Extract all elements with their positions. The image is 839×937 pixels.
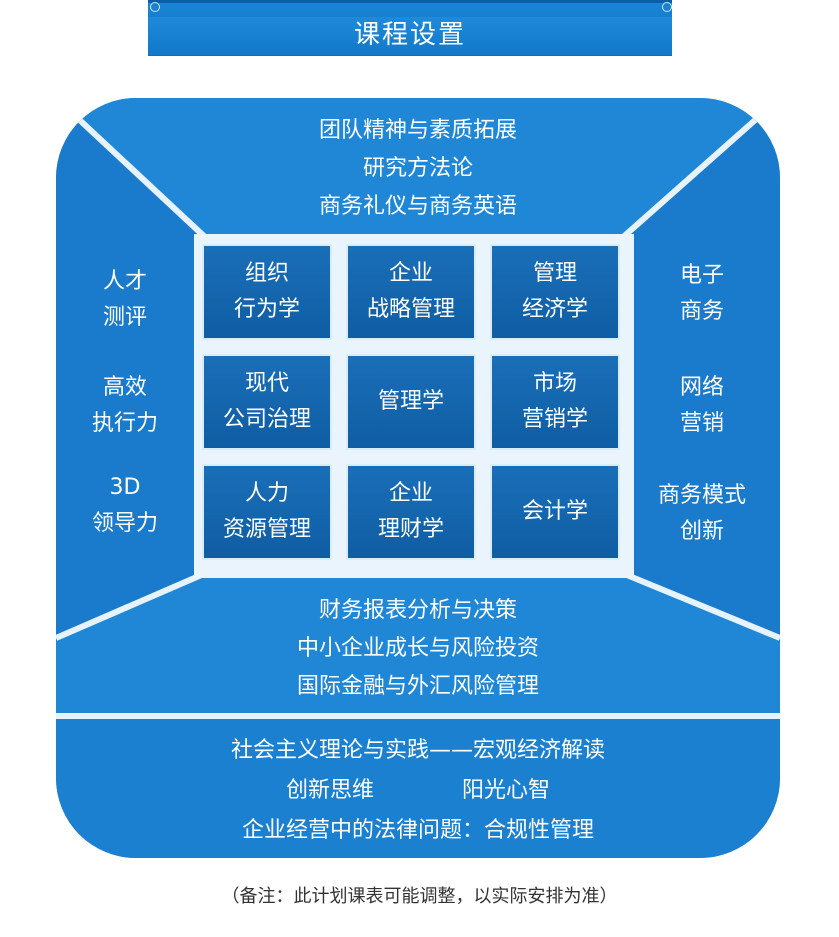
left-course-1-line1: 人才 (102, 269, 147, 294)
grid-cell-8-line1: 企业 (388, 481, 433, 506)
bottom-trapezoid (56, 573, 780, 716)
grid-cell-4-line2: 公司治理 (222, 407, 311, 432)
grid-cell-2-line1: 企业 (388, 261, 433, 286)
top-trapezoid (56, 98, 780, 238)
left-course-1-line2: 测评 (102, 305, 147, 330)
left-course-2-line1: 高效 (102, 375, 147, 400)
diag-bottom-right (620, 570, 780, 641)
grid-cell-1-line1: 组织 (244, 261, 289, 286)
bottom-course-2: 中小企业成长与风险投资 (296, 636, 539, 661)
grid-cell-3: 管理经济学 (490, 244, 620, 340)
foundation-course-1: 社会主义理论与实践——宏观经济解读 (230, 738, 605, 763)
grid-cell-5: 管理学 (346, 354, 476, 450)
grid-cell-9-line1: 会计学 (521, 499, 588, 524)
footnote: （备注：此计划课表可能调整，以实际安排为准） (221, 886, 618, 907)
right-pin-dot (662, 2, 672, 12)
diag-top-right (620, 98, 780, 241)
grid-cell-1-line2: 行为学 (233, 297, 300, 322)
course-board: 团队精神与素质拓展 研究方法论 商务礼仪与商务英语 人才测评 高效执行力 3D 领… (56, 98, 780, 858)
grid-cell-2: 企业战略管理 (346, 244, 476, 340)
header-band (148, 17, 672, 55)
left-course-2: 高效执行力 (76, 370, 174, 442)
page-title: 课程设置 (353, 20, 466, 50)
right-course-3-line1: 商务模式 (657, 483, 746, 508)
bottom-course-1: 财务报表分析与决策 (318, 598, 517, 623)
right-course-3: 商务模式创新 (628, 478, 776, 550)
right-course-1-line1: 电子 (679, 263, 724, 288)
grid-cell-9: 会计学 (490, 464, 620, 560)
grid-cell-8: 企业理财学 (346, 464, 476, 560)
grid-cell-3-line1: 管理 (532, 261, 577, 286)
diag-bottom-left (56, 570, 208, 641)
left-trapezoid (56, 98, 206, 638)
right-course-1: 电子商务 (652, 258, 752, 330)
right-course-2: 网络营销 (652, 370, 752, 442)
top-course-2: 研究方法论 (362, 156, 473, 181)
grid-cell-6: 市场营销学 (490, 354, 620, 450)
grid-cell-8-line2: 理财学 (377, 517, 444, 542)
foundation-band (56, 716, 780, 858)
grid-cell-5-line1: 管理学 (377, 389, 444, 414)
top-course-1: 团队精神与素质拓展 (318, 118, 517, 143)
bottom-course-3: 国际金融与外汇风险管理 (296, 674, 539, 699)
diag-top-left (56, 98, 209, 241)
right-course-3-line2: 创新 (679, 519, 724, 544)
grid-cell-3-line2: 经济学 (521, 297, 588, 322)
left-pin-dot (150, 2, 160, 12)
grid-cell-6-line2: 营销学 (521, 407, 588, 432)
right-trapezoid (622, 98, 780, 638)
right-course-2-line1: 网络 (679, 375, 724, 400)
grid-cell-1: 组织行为学 (202, 244, 332, 340)
left-course-3: 3D 领导力 (76, 470, 174, 542)
left-course-2-line2: 执行力 (91, 411, 158, 436)
grid-cell-4: 现代公司治理 (202, 354, 332, 450)
foundation-course-3: 企业经营中的法律问题：合规性管理 (241, 818, 594, 843)
left-course-3-line1: 3D (109, 475, 141, 500)
grid-cell-7-line2: 资源管理 (222, 517, 311, 542)
grid-cell-7-line1: 人力 (244, 481, 289, 506)
grid-cell-7: 人力资源管理 (202, 464, 332, 560)
grid-cell-6-line1: 市场 (532, 371, 577, 396)
top-course-3: 商务礼仪与商务英语 (318, 194, 517, 219)
left-course-3-line2: 领导力 (91, 511, 158, 536)
grid-cell-2-line2: 战略管理 (366, 297, 455, 322)
right-course-2-line2: 营销 (679, 411, 724, 436)
left-course-1: 人才测评 (82, 264, 168, 336)
foundation-course-2: 创新思维 阳光心智 (285, 778, 550, 803)
grid-cell-4-line1: 现代 (244, 371, 289, 396)
right-course-1-line2: 商务 (679, 299, 724, 324)
